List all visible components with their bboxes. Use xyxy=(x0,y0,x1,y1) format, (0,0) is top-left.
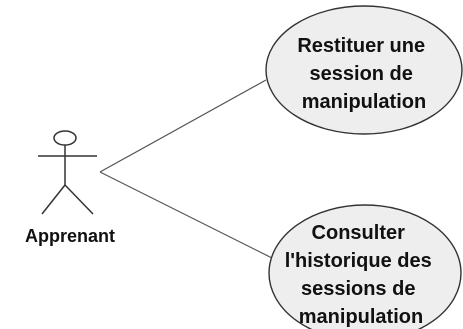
use-case-label-line: sessions de xyxy=(301,278,416,300)
use-case-label-line: Consulter xyxy=(312,222,406,244)
use-case-restituer-session[interactable]: Restituer une session de manipulation xyxy=(265,5,463,135)
actor-name: Apprenant xyxy=(25,226,115,246)
use-case-label-line: manipulation xyxy=(302,91,426,113)
use-case-label-line: manipulation xyxy=(299,306,423,328)
use-case-label-line: session de xyxy=(310,63,413,85)
association-line-restituer xyxy=(99,79,267,173)
use-case-ellipse xyxy=(268,204,462,329)
use-case-label-line: l'historique des xyxy=(285,250,432,272)
association-line-consulter xyxy=(99,171,273,259)
use-case-consulter-historique[interactable]: Consulter l'historique des sessions de m… xyxy=(268,204,462,329)
stick-figure-icon xyxy=(38,130,97,215)
use-case-label-line: Restituer une xyxy=(297,35,425,57)
use-case-label: Consulter l'historique des sessions de m… xyxy=(285,222,438,328)
use-case-ellipse xyxy=(265,5,463,135)
use-case-label: Restituer une session de manipulation xyxy=(297,35,430,113)
actor-apprenant[interactable]: Apprenant xyxy=(25,130,115,246)
